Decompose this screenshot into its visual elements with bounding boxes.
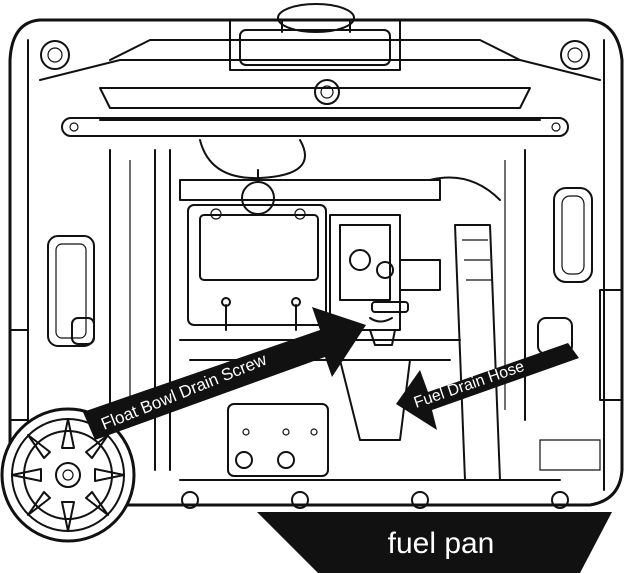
fuel-pan: fuel pan xyxy=(257,512,612,573)
wheel xyxy=(0,407,136,543)
generator-frame xyxy=(8,3,624,507)
engine-internals xyxy=(179,169,601,509)
float-bowl-arrow: Float Bowl Drain Screw xyxy=(83,307,366,440)
fuel-drain-hose-label: Fuel Drain Hose xyxy=(412,358,527,412)
fuel-drain-hose-arrow: Fuel Drain Hose xyxy=(396,343,579,430)
float-bowl-drain-screw-label: Float Bowl Drain Screw xyxy=(98,350,270,434)
fuel-pan-label: fuel pan xyxy=(388,527,495,560)
